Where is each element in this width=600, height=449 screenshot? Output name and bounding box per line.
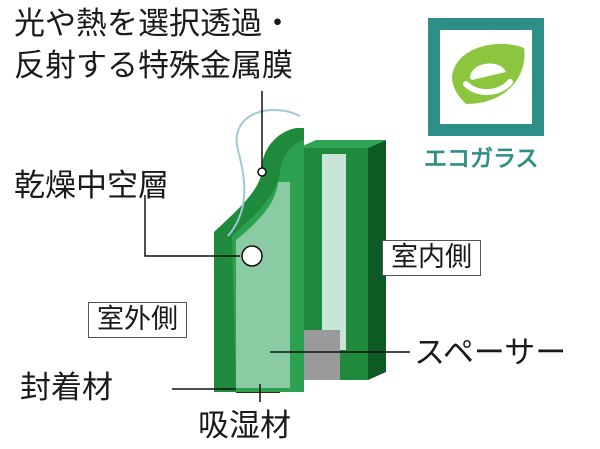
coating-label-line1: 光や熱を選択透過・ (14, 6, 293, 42)
desiccant-label: 吸湿材 (198, 408, 291, 444)
eco-glass-logo (428, 18, 544, 136)
outdoor-side-label: 室外側 (88, 302, 187, 338)
eco-glass-logo-text: エコガラス (424, 146, 539, 172)
air-layer-label: 乾燥中空層 (14, 168, 169, 204)
leader-air-layer (144, 195, 240, 257)
leader-lines (144, 91, 410, 402)
spacer-label: スペーサー (414, 335, 567, 371)
leaf-e-icon (452, 43, 525, 104)
indoor-glass-pane (298, 140, 386, 380)
sealant-label: 封着材 (20, 370, 113, 406)
indoor-side-label: 室内側 (382, 240, 481, 276)
metal-film (227, 109, 301, 237)
coating-label-line2: 反射する特殊金属膜 (14, 48, 293, 84)
